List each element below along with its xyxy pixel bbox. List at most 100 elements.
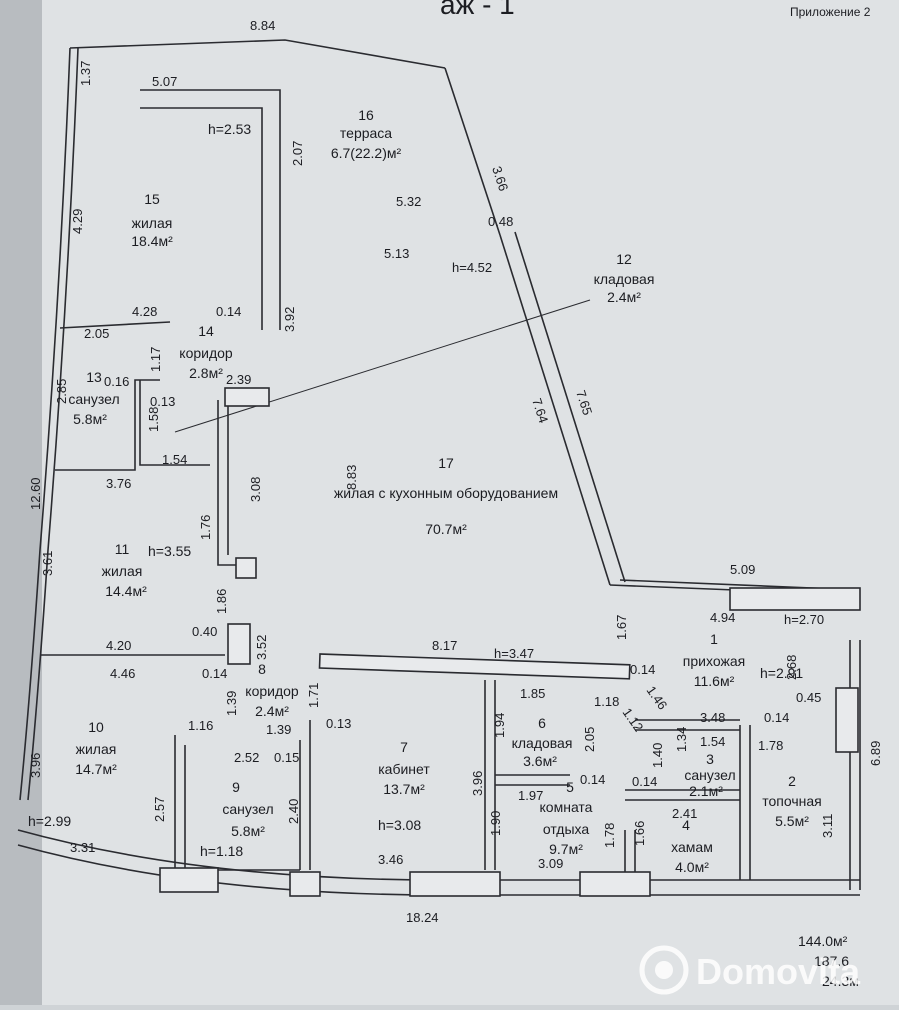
thick-walls (159, 387, 861, 897)
room-7-name: кабинет (378, 761, 430, 777)
room-2-number: 2 (788, 773, 796, 789)
dimension-label: 2.57 (152, 797, 167, 822)
room-5-area: 9.7м² (549, 841, 583, 857)
room-7-number: 7 (400, 739, 408, 755)
room-16-area: 6.7(22.2)м² (331, 145, 402, 161)
room-10-name: жилая (76, 741, 117, 757)
dimension-label: 1.17 (148, 347, 163, 372)
room-11-area: 14.4м² (105, 583, 147, 599)
dimension-label: 1.86 (214, 589, 229, 614)
room-12-area: 2.4м² (607, 289, 641, 305)
dimension-label: 1.40 (650, 743, 665, 768)
dimension-label: 8.84 (250, 18, 275, 33)
dimension-label: 1.66 (632, 821, 647, 846)
dimension-labels: 8.84 5.07 2.07 3.66 5.32 0.48 5.13 h=4.5… (28, 18, 883, 925)
dimension-label: 1.94 (492, 713, 507, 738)
room-3-number: 3 (706, 751, 714, 767)
room-15-number: 15 (144, 191, 160, 207)
dimension-label: 3.92 (282, 307, 297, 332)
dimension-label: h=2.70 (784, 612, 824, 627)
dimension-label: 8.83 (344, 465, 359, 490)
dimension-label: 0.14 (216, 304, 241, 319)
dimension-label: 12.60 (28, 477, 43, 510)
dimension-label: 1.37 (78, 61, 93, 86)
dimension-label: 1.34 (674, 727, 689, 752)
dimension-label: 0.13 (326, 716, 351, 731)
room-11-number: 11 (115, 541, 130, 557)
dimension-label: 1.78 (758, 738, 783, 753)
dimension-label: 2.07 (290, 141, 305, 166)
room-1-height: h=2.91 (760, 665, 803, 681)
dimension-label: 4.28 (132, 304, 157, 319)
room-15-height: h=2.53 (208, 121, 251, 137)
dimension-label: 2.68 (784, 655, 799, 680)
room-10-height: h=2.99 (28, 813, 71, 829)
dimension-label: 3.48 (700, 710, 725, 725)
dimension-label: 4.20 (106, 638, 131, 653)
dimension-label: 3.46 (378, 852, 403, 867)
room-6-name: кладовая (512, 735, 573, 751)
total-area-1: 144.0м² (798, 933, 848, 949)
room-5-name-1: комната (540, 799, 593, 815)
room-16-number: 16 (358, 107, 374, 123)
dimension-label: 3.31 (70, 840, 95, 855)
dimension-label: 3.96 (28, 753, 43, 778)
dimension-label: 1.97 (518, 788, 543, 803)
dimension-label: 0.14 (202, 666, 227, 681)
dimension-label: 1.78 (602, 823, 617, 848)
room-6-number: 6 (538, 715, 546, 731)
room-14-number: 14 (198, 323, 214, 339)
dimension-label: 1.18 (594, 694, 619, 709)
dimension-label: 3.08 (248, 477, 263, 502)
dimension-label: 3.66 (489, 164, 511, 193)
room-17-name: жилая с кухонным оборудованием (334, 485, 558, 501)
room-9-name: санузел (222, 801, 273, 817)
dimension-label: 1.67 (614, 615, 629, 640)
dimension-label: 1.58 (146, 407, 161, 432)
room-7-area: 13.7м² (383, 781, 425, 797)
watermark-text: Domovita (696, 951, 861, 992)
dimension-label: 3.61 (40, 551, 55, 576)
dimension-label: 3.52 (254, 635, 269, 660)
dimension-label: 2.41 (672, 806, 697, 821)
room-9-height: h=1.18 (200, 843, 243, 859)
room-4-area: 4.0м² (675, 859, 709, 875)
dimension-label: 7.65 (573, 388, 595, 417)
room-13-area: 5.8м² (73, 411, 107, 427)
room-1-number: 1 (710, 631, 718, 647)
dimension-label: 1.54 (700, 734, 725, 749)
room-14-area: 2.8м² (189, 365, 223, 381)
appendix-label: Приложение 2 (790, 5, 871, 19)
room-11-height: h=3.55 (148, 543, 191, 559)
room-14-name: коридор (179, 345, 233, 361)
dimension-label: 7.64 (529, 396, 551, 425)
dimension-label: h=4.52 (452, 260, 492, 275)
dimension-label: 4.46 (110, 666, 135, 681)
room-3-area: 2.1м² (689, 783, 723, 799)
room-10-area: 14.7м² (75, 761, 117, 777)
dimension-label: 0.15 (274, 750, 299, 765)
watermark: Domovita (639, 945, 861, 995)
dimension-label: 0.14 (630, 662, 655, 677)
room-8-number: 8 (258, 661, 266, 677)
dimension-label: 1.71 (306, 683, 321, 708)
dimension-label: 0.48 (488, 214, 513, 229)
dimension-label: 3.96 (470, 771, 485, 796)
dimension-label: h=3.47 (494, 646, 534, 661)
dimension-label: 0.14 (764, 710, 789, 725)
room-3-name: санузел (684, 767, 735, 783)
total-area-3: 24.3м (822, 973, 859, 989)
room-13-name: санузел (68, 391, 119, 407)
room-1-name: прихожая (683, 653, 745, 669)
dimension-label: 2.52 (234, 750, 259, 765)
room-10-number: 10 (88, 719, 104, 735)
room-2-area: 5.5м² (775, 813, 809, 829)
room-12-number: 12 (616, 251, 632, 267)
room-12-name: кладовая (594, 271, 655, 287)
dimension-label: 0.13 (150, 394, 175, 409)
plan-title-fragment: аж - 1 (440, 0, 515, 20)
room-labels: 16 терраса 6.7(22.2)м² 15 жилая 18.4м² h… (28, 107, 822, 875)
dimension-label: 8.17 (432, 638, 457, 653)
dimension-label: 1.85 (520, 686, 545, 701)
